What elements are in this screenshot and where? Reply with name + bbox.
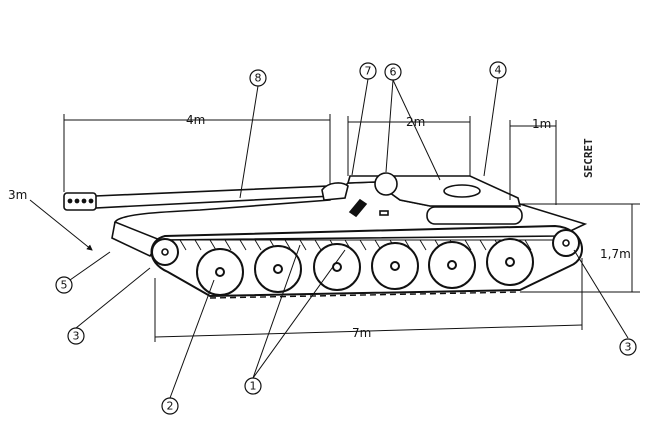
dim-rear-length: 1m	[532, 117, 551, 131]
cupola	[374, 172, 398, 196]
dim-gun-length: 4m	[186, 113, 205, 127]
callout-8: 8	[255, 72, 262, 85]
callout-7: 7	[365, 65, 372, 78]
callout-5: 5	[61, 279, 68, 292]
muzzle-brake	[63, 192, 97, 211]
fuel-drum	[426, 206, 523, 225]
secret-stamp: SECRET	[582, 138, 595, 178]
callout-4: 4	[495, 64, 502, 77]
dim-height: 1,7m	[600, 247, 631, 261]
rear-hatch	[443, 184, 481, 198]
rear-sprocket	[552, 229, 580, 257]
road-wheels	[196, 238, 534, 296]
tank-outline	[63, 172, 588, 299]
callout-1: 1	[250, 380, 257, 393]
callout-2: 2	[167, 400, 174, 413]
gun-mantlet	[321, 182, 349, 201]
callout-3-left: 3	[73, 330, 80, 343]
callout-3-right: 3	[625, 341, 632, 354]
dim-overhang: 3m	[8, 188, 27, 202]
callout-6: 6	[390, 66, 397, 79]
dim-hull-length: 7m	[352, 326, 371, 340]
dim-turret-length: 2m	[406, 115, 425, 129]
front-idler	[151, 238, 179, 266]
